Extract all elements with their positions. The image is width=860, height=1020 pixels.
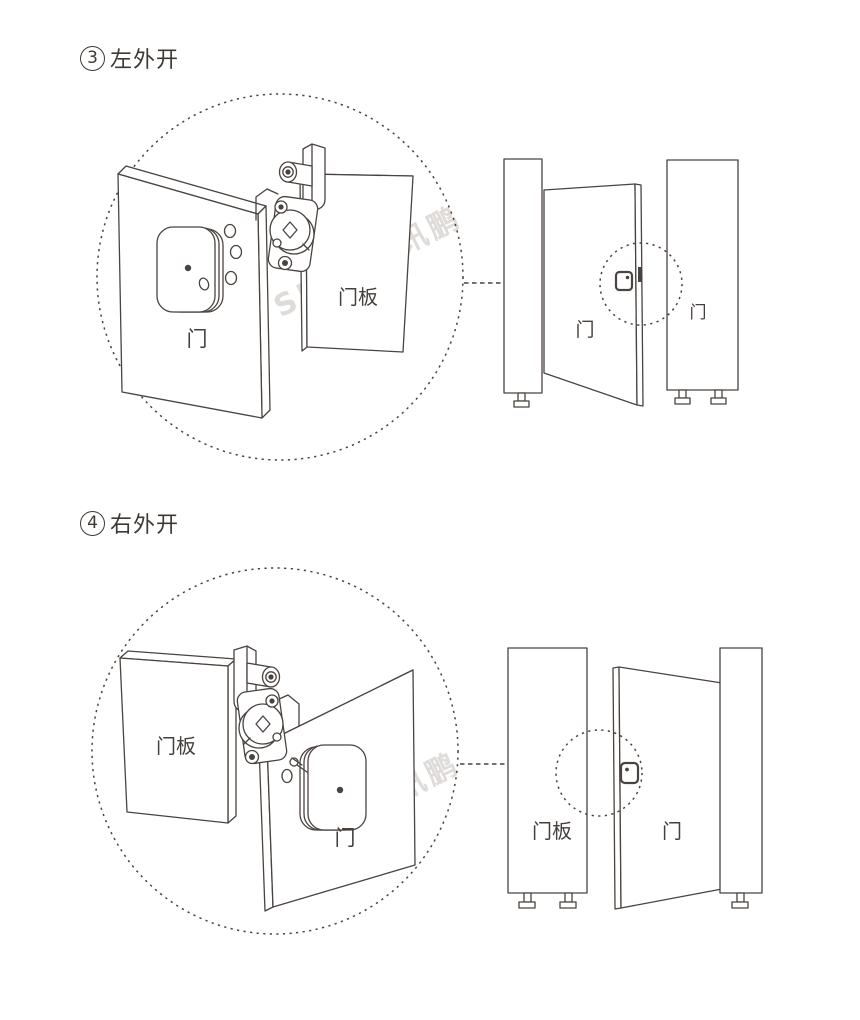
detail-door-label: 门	[335, 826, 356, 850]
section-3-diagram: SUNPN讯鹏 门 门板	[96, 93, 739, 461]
overview-door	[612, 666, 723, 910]
section-3-title-text: 左外开	[110, 48, 180, 73]
detail-circle	[96, 93, 464, 461]
latch-keeper	[638, 267, 642, 282]
side-panel	[507, 647, 588, 894]
side-panel	[666, 159, 739, 391]
lock-indicator-dot	[184, 264, 192, 272]
door-hole	[223, 223, 237, 239]
detail-lock-body	[156, 223, 243, 313]
screw-head	[268, 674, 274, 680]
overview-panel-label: 门板	[532, 819, 572, 843]
pilaster-panel	[503, 158, 543, 394]
detail-panel-label: 门板	[156, 734, 196, 758]
detail-circle	[91, 567, 459, 935]
section-4-title-text: 右外开	[110, 513, 180, 538]
door-hole	[229, 244, 243, 260]
overview-door	[543, 183, 644, 407]
section-4-diagram: SUNPN讯鹏 门板 门	[91, 567, 763, 935]
overview-door-label: 门	[662, 819, 682, 843]
lock-small	[614, 270, 634, 292]
detail-door-label: 门	[187, 327, 208, 351]
end-panel	[719, 647, 763, 894]
cam-square-hole	[255, 715, 271, 733]
zoom-target-circle	[599, 242, 683, 326]
foot	[678, 389, 687, 399]
latch-assembly	[255, 143, 326, 273]
door-hole	[281, 768, 293, 784]
lock-small	[619, 761, 640, 785]
overview-panel-label: 门	[690, 303, 707, 323]
foot	[523, 892, 532, 903]
zoom-target-circle	[555, 729, 643, 817]
lock-indicator-dot	[336, 786, 344, 794]
section-4-number-badge: 4	[80, 510, 105, 536]
cam-square-hole	[282, 221, 298, 239]
overview-diagram: 门 门	[503, 158, 739, 408]
foot	[714, 389, 723, 399]
latch-assembly	[233, 645, 300, 765]
foot	[564, 892, 573, 903]
overview-door-label: 门	[575, 319, 594, 341]
detail-panel-label: 门板	[338, 285, 378, 309]
detail-lock-body	[281, 744, 367, 831]
section-3-number-badge: 3	[80, 45, 105, 71]
section-3-title: 3 左外开	[80, 42, 179, 74]
foot	[517, 392, 526, 402]
overview-diagram: 门板 门	[507, 647, 763, 910]
section-4-title: 4 右外开	[80, 507, 179, 539]
screw-head	[285, 169, 291, 175]
door-hole	[224, 270, 238, 286]
foot	[736, 892, 745, 903]
